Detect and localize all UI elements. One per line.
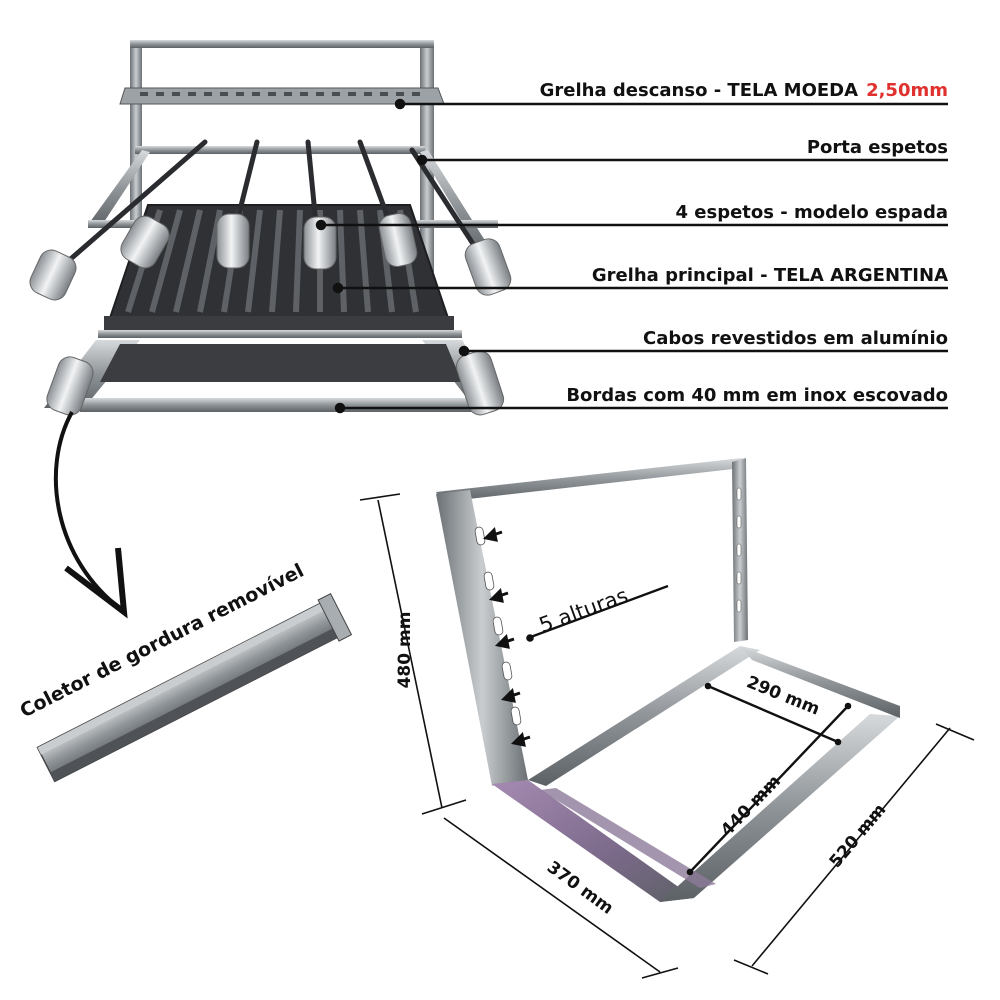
dimension-frame (436, 458, 900, 902)
skewer-handles (29, 212, 512, 301)
dim-height-label: 480 mm (395, 611, 415, 689)
callout-main-grate: Grelha principal - TELA ARGENTINA (591, 265, 948, 286)
callout-leaders (315, 98, 948, 414)
fat-collector-tray (36, 593, 353, 783)
callout-edges: Bordas com 40 mm em inox escovado (566, 385, 948, 406)
top-bar (130, 40, 434, 48)
upright-left (130, 42, 142, 242)
callout-rest-grill-text: Grelha descanso - TELA MOEDA (539, 80, 859, 101)
skewer-holder-bar (135, 146, 425, 154)
rest-grill (119, 87, 445, 105)
callout-skewers: 4 espetos - modelo espada (675, 202, 949, 223)
callout-skewer-holder: Porta espetos (806, 137, 948, 158)
callout-rest-grill: Grelha descanso - TELA MOEDA 2,50mm (540, 82, 948, 100)
grill-assembly (29, 40, 512, 416)
callout-rest-grill-highlight: 2,50mm (866, 80, 948, 101)
dimension-lines (359, 493, 975, 979)
callout-handles: Cabos revestidos em alumínio (643, 328, 948, 349)
bottom-frame (44, 340, 505, 416)
curve-arrow (53, 411, 124, 612)
